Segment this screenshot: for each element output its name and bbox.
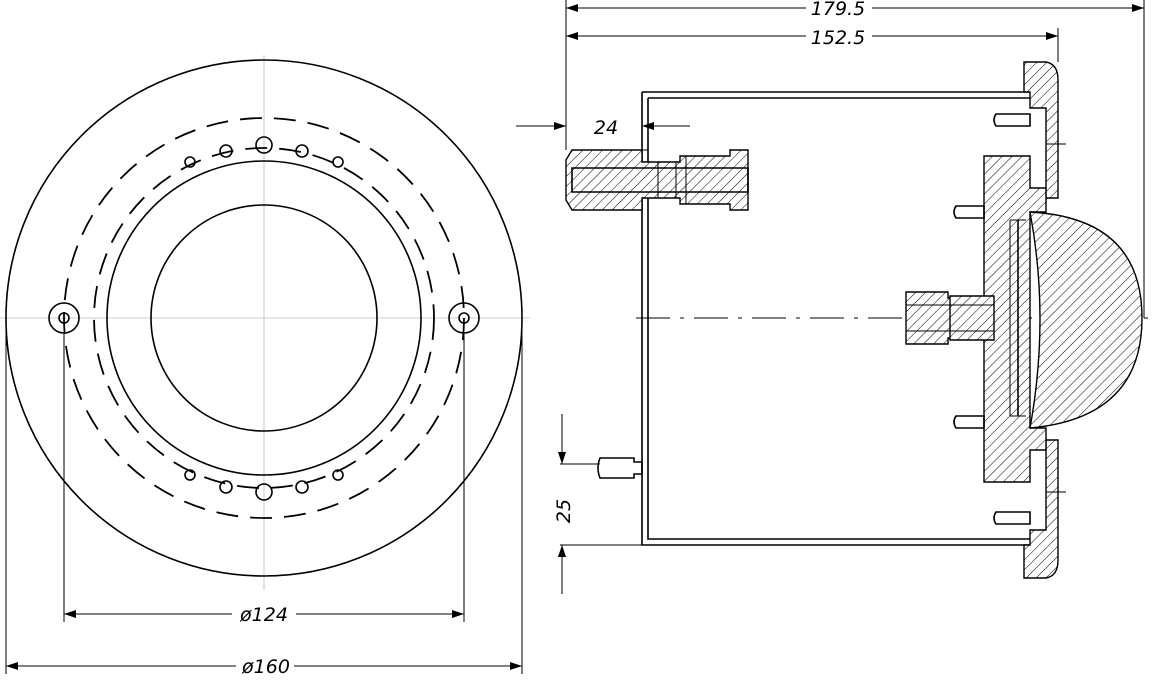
outer-flange-circle xyxy=(5,59,523,577)
small-hole xyxy=(332,156,344,168)
front-view: ø124 ø160 xyxy=(0,55,530,678)
small-hole xyxy=(295,480,309,494)
flange-bottom xyxy=(1023,439,1059,579)
lens-opening-circle xyxy=(150,204,378,432)
small-hole xyxy=(219,480,233,494)
bolt-circle-label: ø124 xyxy=(239,604,288,626)
dimension-nozzle-offset: 24 xyxy=(516,117,690,139)
bolt-hole-right-inner xyxy=(458,312,470,324)
rear-gland-nut xyxy=(949,295,995,341)
small-hole xyxy=(295,144,309,158)
inner-ring-circle xyxy=(106,160,422,476)
ground-stud xyxy=(597,457,643,479)
outer-diameter-label: ø160 xyxy=(241,656,290,678)
overall-length-label: 179.5 xyxy=(811,0,865,20)
small-hole xyxy=(184,156,196,168)
small-hole xyxy=(184,469,196,481)
bolt-hole-left-inner xyxy=(58,312,70,324)
hidden-circle-outer xyxy=(63,117,465,519)
dimension-bolt-circle: ø124 xyxy=(63,333,465,626)
dimension-overall-length: 179.5 xyxy=(565,0,1145,318)
nozzle-offset-label: 24 xyxy=(594,117,618,139)
small-hole xyxy=(332,469,344,481)
lens-dome xyxy=(1029,211,1143,429)
fixing-screws xyxy=(953,113,1066,525)
center-hole xyxy=(255,136,273,154)
dimension-bottom-offset: 25 xyxy=(553,414,642,594)
bottom-offset-label: 25 xyxy=(553,499,575,523)
side-nozzle-fitting xyxy=(565,149,749,211)
center-hole xyxy=(255,483,273,501)
dimension-body-length: 152.5 xyxy=(566,27,1059,62)
flange-top xyxy=(1023,61,1059,199)
dimension-outer-diameter: ø160 xyxy=(5,330,523,678)
section-view: 179.5 152.5 24 25 xyxy=(516,0,1154,594)
hidden-circle-middle xyxy=(93,147,435,489)
body-length-label: 152.5 xyxy=(811,27,865,49)
small-hole xyxy=(219,144,233,158)
bottom-hole-row xyxy=(184,469,344,501)
top-hole-row xyxy=(184,136,344,168)
